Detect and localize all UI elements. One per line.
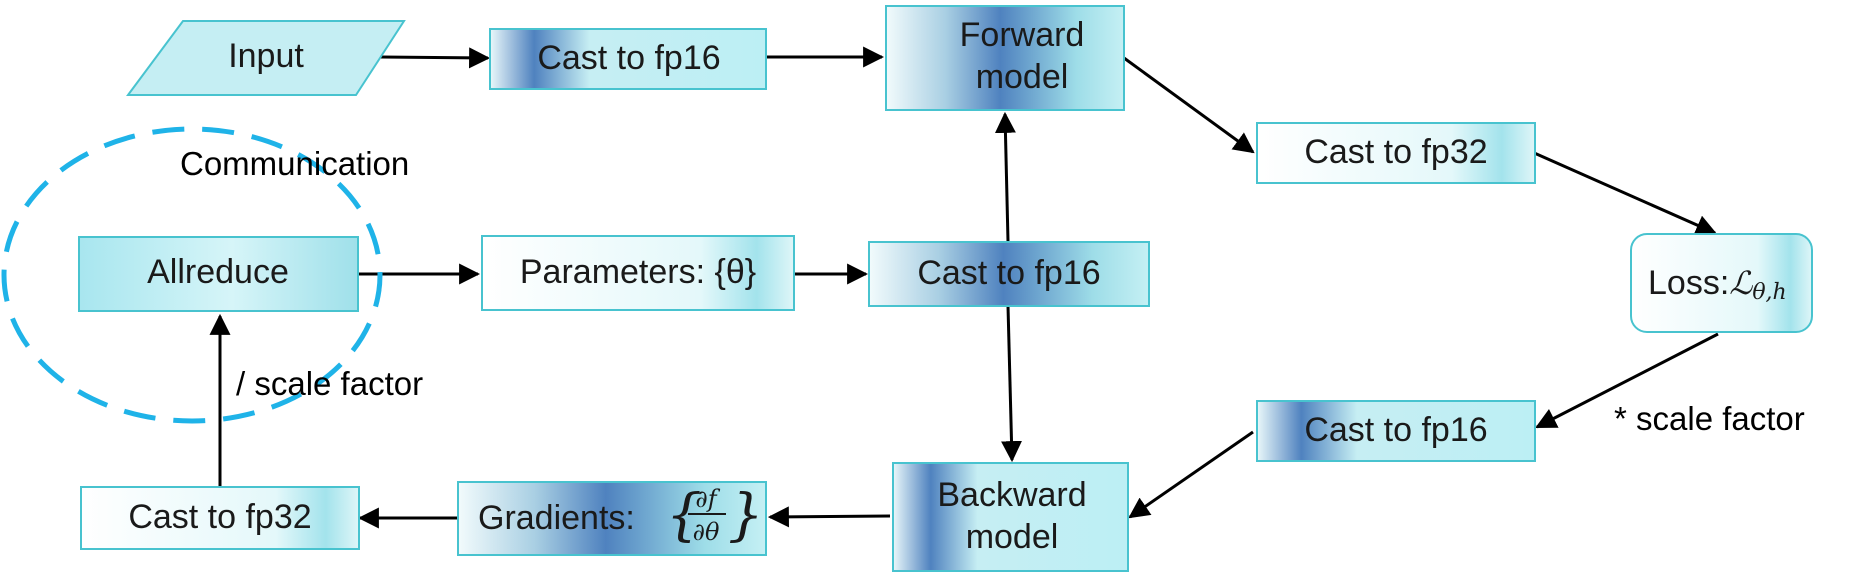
cast-fp16-right-box xyxy=(1256,400,1536,462)
communication-label: Communication xyxy=(180,145,409,182)
cast-fp32-left-label: Cast to fp32 xyxy=(128,498,311,536)
parameters-label: Parameters: {θ} xyxy=(520,253,756,291)
parameters-node: Parameters: {θ} xyxy=(481,235,795,311)
gradients-node: Gradients: { ∂f ∂θ } xyxy=(457,481,767,556)
parameters-box xyxy=(481,235,795,311)
backward-model-box xyxy=(892,462,1129,572)
arrow-loss-to-cast-fp16 xyxy=(1535,332,1719,429)
arrow-cast-fp16-to-forward-up xyxy=(994,111,1016,242)
cast-fp32-right-box xyxy=(1256,122,1536,184)
cast-fp16-top-label: Cast to fp16 xyxy=(537,39,720,77)
multiply-scale-factor-label: * scale factor xyxy=(1614,400,1805,437)
loss-node: Loss:ℒθ,h xyxy=(1630,233,1813,333)
backward-model-label-line2: model xyxy=(966,518,1059,556)
backward-model-node: Backward model xyxy=(892,462,1129,572)
forward-model-label-line2: model xyxy=(976,58,1069,96)
cast-fp16-top-node: Cast to fp16 xyxy=(489,28,767,90)
gradients-brace-right: } xyxy=(728,483,764,548)
loss-subscript: θ,h xyxy=(1752,280,1786,305)
cast-fp32-left-node: Cast to fp32 xyxy=(80,486,360,550)
loss-box xyxy=(1630,233,1813,333)
gradients-box xyxy=(457,481,767,556)
gradients-numerator: ∂f xyxy=(695,485,720,513)
input-shape xyxy=(126,20,406,96)
input-label: Input xyxy=(228,37,304,75)
communication-ellipse xyxy=(1,126,383,424)
gradients-denominator: ∂θ xyxy=(693,518,720,546)
arrow-cast-fp16-to-backward-down xyxy=(1001,305,1023,463)
forward-model-label: Forward xyxy=(960,16,1085,54)
gradients-brace-left: { xyxy=(666,483,702,548)
allreduce-box xyxy=(78,236,359,312)
cast-fp16-middle-node: Cast to fp16 xyxy=(868,241,1150,307)
forward-model-box xyxy=(885,5,1125,111)
arrows xyxy=(209,46,1719,529)
arrow-cast-fp16-to-backward xyxy=(1128,430,1254,519)
loss-text: Loss: xyxy=(1648,264,1729,302)
cast-fp32-left-box xyxy=(80,486,360,550)
cast-fp16-right-node: Cast to fp16 xyxy=(1256,400,1536,462)
allreduce-node: Allreduce xyxy=(78,236,359,312)
divide-scale-factor-label: / scale factor xyxy=(236,365,423,402)
loss-symbol: ℒ xyxy=(1729,264,1753,302)
cast-fp16-top-box xyxy=(489,28,767,90)
allreduce-label: Allreduce xyxy=(147,253,289,291)
arrow-backward-to-gradients xyxy=(767,506,891,528)
arrow-forward-to-cast-fp32 xyxy=(1123,56,1255,154)
forward-model-node: Forward model xyxy=(885,5,1125,111)
cast-fp16-right-label: Cast to fp16 xyxy=(1304,411,1487,449)
loss-label: Loss:ℒθ,h xyxy=(1648,264,1787,306)
cast-fp32-right-label: Cast to fp32 xyxy=(1304,133,1487,171)
cast-fp16-middle-label: Cast to fp16 xyxy=(917,254,1100,292)
gradients-label: Gradients: xyxy=(478,499,635,537)
backward-model-label: Backward xyxy=(937,476,1086,514)
arrow-input-to-cast-fp16 xyxy=(377,47,491,69)
input-node: Input xyxy=(126,20,406,96)
cast-fp16-middle-box xyxy=(868,241,1150,307)
arrow-cast-fp32-to-loss xyxy=(1531,150,1717,235)
cast-fp32-right-node: Cast to fp32 xyxy=(1256,122,1536,184)
